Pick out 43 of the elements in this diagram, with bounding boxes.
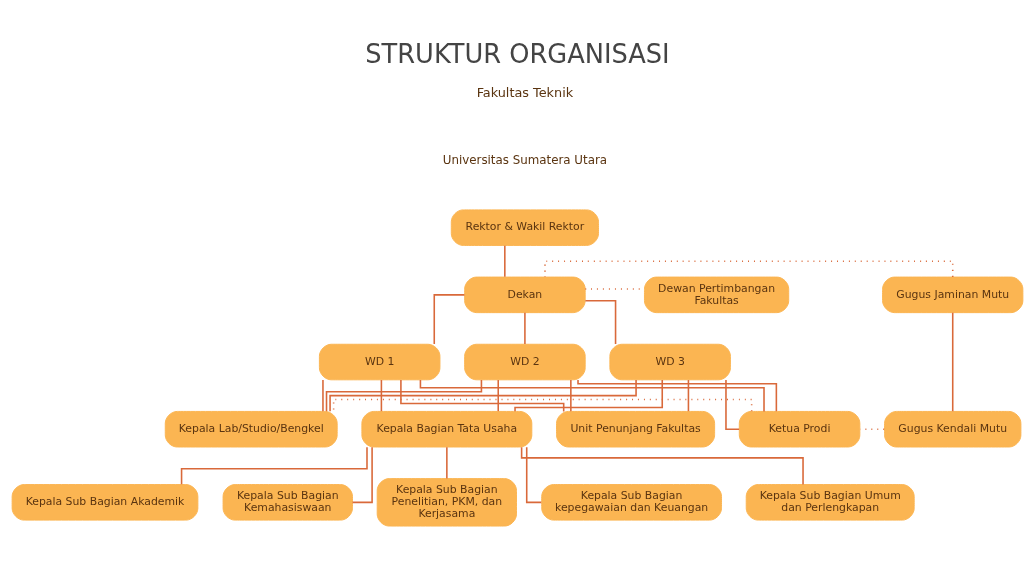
node-box: Kepala Sub Bagian kepegawaian dan Keuangan (541, 483, 723, 521)
connector (520, 445, 804, 485)
connector (419, 378, 765, 412)
connector (504, 244, 506, 278)
connector (400, 378, 565, 412)
node-box: Kepala Sub Bagian Kemahasiswaan (222, 483, 353, 521)
node-box: WD 2 (464, 343, 586, 380)
label: Fakultas Teknik (476, 84, 574, 100)
connector (514, 378, 664, 412)
connector (433, 293, 466, 345)
connector (570, 378, 572, 412)
connector (380, 378, 383, 412)
node-box: Kepala Bagian Tata Usaha (361, 410, 533, 447)
connector (544, 259, 954, 278)
diagram-title: STRUKTUR ORGANISASI (365, 38, 670, 69)
connector (524, 311, 526, 345)
node-box: Kepala Sub Bagian Umum dan Perlengkapan (745, 483, 915, 521)
node-box: Ketua Prodi (738, 410, 861, 447)
connector (322, 378, 324, 412)
connector (584, 299, 617, 345)
connector (351, 446, 373, 503)
connector (329, 378, 637, 412)
connector (497, 378, 500, 412)
node-box: Unit Penunjang Fakultas (556, 410, 716, 447)
node-box: Dekan (464, 276, 586, 313)
connector (687, 378, 690, 412)
connector (951, 311, 954, 412)
node-box: Gugus Jaminan Mutu (882, 276, 1024, 313)
node-box: WD 1 (318, 343, 441, 380)
connector (180, 445, 368, 485)
node-box: Kepala Sub Bagian Akademik (11, 483, 199, 521)
label: Universitas Sumatera Utara (442, 152, 608, 167)
connector (325, 378, 483, 412)
connector (725, 378, 740, 430)
connector (332, 398, 753, 412)
node-box: Gugus Kendali Mutu (884, 410, 1022, 447)
node-box: Kepala Sub Bagian Penelitian, PKM, dan Kerjasama (376, 477, 517, 527)
connector (446, 446, 448, 479)
connector (577, 378, 778, 412)
node-box: Dewan Pertimbangan Fakultas (643, 276, 790, 313)
node-box: Rektor & Wakil Rektor (450, 208, 599, 246)
node-box: Kepala Lab/Studio/Bengkel (164, 410, 338, 447)
node-box: WD 3 (609, 343, 731, 380)
